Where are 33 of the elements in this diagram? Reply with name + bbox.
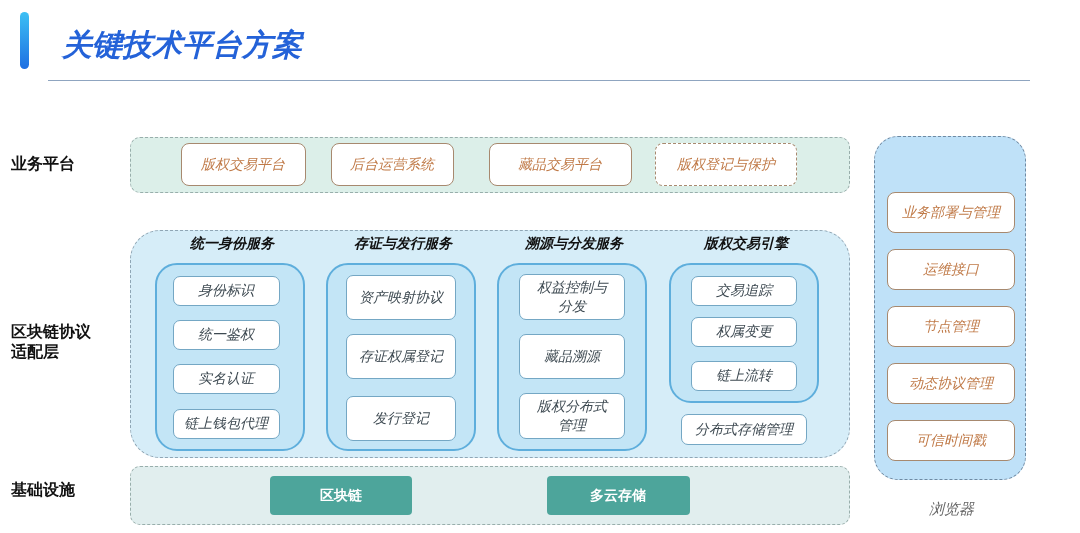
layer-label: 基础设施 bbox=[11, 480, 76, 500]
group-heading: 统一身份服务 bbox=[188, 233, 276, 252]
function-box: 发行登记 bbox=[345, 395, 456, 441]
infrastructure-box: 区块链 bbox=[269, 475, 412, 515]
infrastructure-box: 多云存储 bbox=[546, 475, 690, 515]
function-box: 权属变更 bbox=[690, 316, 797, 347]
layer-label: 业务平台 bbox=[11, 154, 76, 174]
function-box: 交易追踪 bbox=[690, 275, 797, 306]
layer-label: 区块链协议适配层 bbox=[11, 322, 92, 362]
group-heading: 溯源与分发服务 bbox=[523, 233, 625, 252]
function-box: 链上钱包代理 bbox=[172, 408, 280, 439]
function-box: 实名认证 bbox=[172, 363, 280, 394]
platform-box: 版权交易平台 bbox=[180, 142, 306, 186]
management-box: 动态协议管理 bbox=[886, 362, 1015, 404]
platform-box: 版权登记与保护 bbox=[654, 142, 797, 186]
function-box: 分布式存储管理 bbox=[680, 413, 807, 445]
management-box: 节点管理 bbox=[886, 305, 1015, 347]
function-box: 权益控制与分发 bbox=[518, 273, 625, 320]
management-box: 运维接口 bbox=[886, 248, 1015, 290]
function-box: 版权分布式管理 bbox=[518, 392, 625, 439]
function-box: 资产映射协议 bbox=[345, 274, 456, 320]
management-box: 业务部署与管理 bbox=[886, 191, 1015, 233]
platform-box: 藏品交易平台 bbox=[488, 142, 632, 186]
function-box: 藏品溯源 bbox=[518, 333, 625, 379]
group-heading: 存证与发行服务 bbox=[352, 233, 454, 252]
function-box: 存证权属登记 bbox=[345, 333, 456, 379]
function-box: 链上流转 bbox=[690, 360, 797, 391]
function-box: 身份标识 bbox=[172, 275, 280, 306]
platform-box: 后台运营系统 bbox=[330, 142, 454, 186]
function-box: 统一鉴权 bbox=[172, 319, 280, 350]
group-heading: 版权交易引擎 bbox=[702, 233, 791, 252]
management-box: 可信时间戳 bbox=[886, 419, 1015, 461]
panel-caption: 浏览器 bbox=[927, 499, 976, 519]
